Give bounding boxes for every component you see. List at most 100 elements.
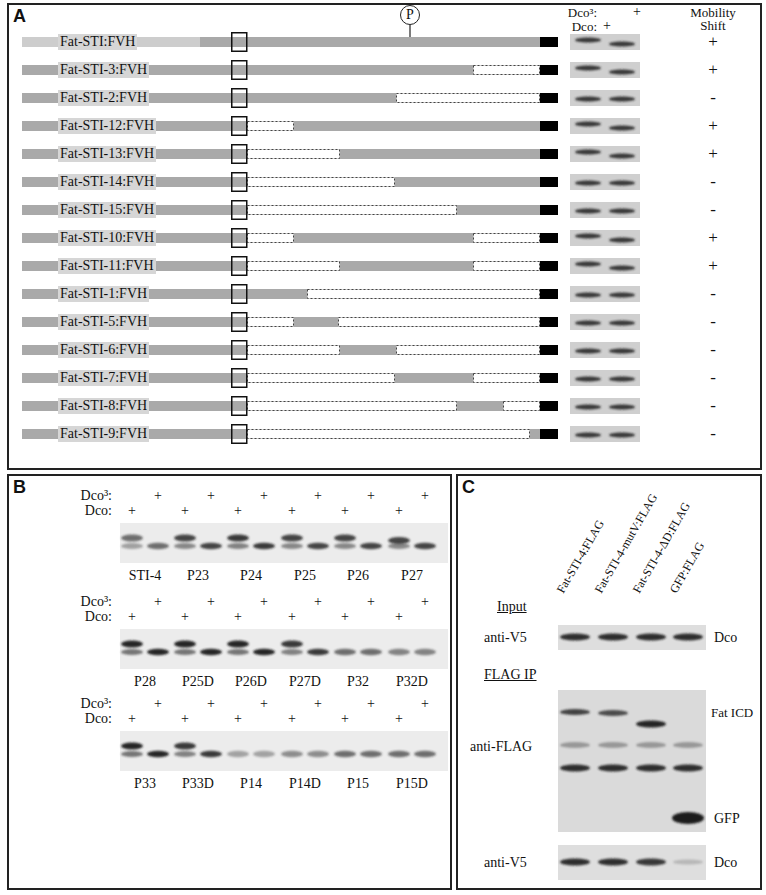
figure-label: + xyxy=(341,504,349,518)
figure-panel: APFat-STI:FVHFat-STI-3:FVHFat-STI-2:FVHF… xyxy=(7,3,762,470)
figure-label: + xyxy=(708,33,718,50)
blot-band xyxy=(575,404,601,409)
blot-band xyxy=(334,649,356,655)
construct-name: Fat-STI-12:FVH xyxy=(58,118,156,134)
figure-label: + xyxy=(128,712,136,726)
blot-band xyxy=(636,721,666,728)
blot-band xyxy=(609,96,635,101)
blot-band xyxy=(360,649,382,655)
construct-bar: Fat-STI-10:FVH xyxy=(22,228,558,248)
blot-band xyxy=(360,751,382,757)
protein-bar xyxy=(22,149,540,159)
construct-diagram xyxy=(22,32,558,52)
construct-name: Fat-STI-3:FVH xyxy=(58,62,149,78)
blot-band xyxy=(227,649,249,655)
blot-background xyxy=(570,426,640,442)
figure-panel: C xyxy=(456,474,762,890)
blot-band xyxy=(388,751,410,757)
blot-band xyxy=(673,765,703,772)
figure-label: GFP xyxy=(714,812,740,826)
domain-box xyxy=(232,229,247,248)
domain-box xyxy=(232,285,247,304)
figure-label: P25D xyxy=(182,675,214,689)
domain-box xyxy=(232,313,247,332)
construct-name: Fat-STI-2:FVH xyxy=(58,90,149,106)
figure-label: P33 xyxy=(134,777,156,791)
blot-background xyxy=(570,230,640,246)
figure-label: P14D xyxy=(289,777,321,791)
construct-name: Fat-STI-13:FVH xyxy=(58,146,156,162)
construct-bar: Fat-STI-12:FVH xyxy=(22,116,558,136)
blot-background xyxy=(120,629,448,669)
tag-block xyxy=(540,149,558,159)
blot-band xyxy=(388,649,410,655)
figure-label: + xyxy=(314,595,322,609)
blot-band xyxy=(560,765,590,772)
protein-bar xyxy=(22,177,540,187)
figure-label: + xyxy=(603,19,611,33)
blot-band xyxy=(174,743,196,750)
tag-block xyxy=(540,429,558,439)
deletion-region xyxy=(248,150,340,159)
figure-label: - xyxy=(710,369,716,386)
deletion-region xyxy=(474,262,540,271)
blot-band xyxy=(174,535,196,542)
figure-label: Dco³: xyxy=(81,697,112,711)
construct-bar: Fat-STI-1:FVH xyxy=(22,284,558,304)
protein-bar xyxy=(22,233,540,243)
blot-band xyxy=(609,432,635,437)
blot-band xyxy=(147,649,169,655)
figure-label: + xyxy=(234,610,242,624)
blot-background xyxy=(558,625,706,650)
deletion-region xyxy=(248,234,294,243)
blot-band xyxy=(609,153,635,158)
domain-box xyxy=(232,33,247,52)
blot-background xyxy=(120,731,448,771)
figure-label: + xyxy=(314,489,322,503)
blot-band xyxy=(121,543,143,549)
blot-band xyxy=(636,859,666,866)
construct-diagram xyxy=(22,424,558,444)
blot-band xyxy=(575,432,601,437)
blot-background xyxy=(570,146,640,162)
blot-band xyxy=(609,41,635,46)
blot-band xyxy=(609,376,635,381)
construct-bar: Fat-STI-15:FVH xyxy=(22,200,558,220)
figure-label: + xyxy=(314,697,322,711)
blot-band xyxy=(121,535,143,542)
blot-band xyxy=(174,751,196,757)
tag-block xyxy=(540,289,558,299)
domain-box xyxy=(232,173,247,192)
tag-block xyxy=(540,317,558,327)
blot-background xyxy=(570,34,640,50)
construct-bar: Fat-STI-2:FVH xyxy=(22,88,558,108)
construct-name: Fat-STI-10:FVH xyxy=(58,230,156,246)
deletion-region xyxy=(248,346,340,355)
figure-label: P25 xyxy=(294,569,316,583)
construct-name: Fat-STI-8:FVH xyxy=(58,398,149,414)
figure-label: Dco: xyxy=(572,20,597,33)
tag-block xyxy=(540,401,558,411)
blot-band xyxy=(575,65,601,70)
blot-band xyxy=(575,37,601,42)
protein-bar xyxy=(22,93,540,103)
blot-band xyxy=(609,125,635,130)
blot-band xyxy=(227,751,249,757)
figure-label: + xyxy=(341,610,349,624)
figure-label: Dco³: xyxy=(568,6,597,19)
blot-band xyxy=(307,649,329,655)
tag-block xyxy=(540,261,558,271)
figure-label: Dco: xyxy=(85,504,112,518)
blot-background xyxy=(570,258,640,274)
protein-bar xyxy=(22,345,540,355)
blot-band xyxy=(575,348,601,353)
blot-band xyxy=(147,751,169,757)
blot-background xyxy=(570,62,640,78)
blot-background xyxy=(570,202,640,218)
blot-band xyxy=(575,208,601,213)
blot-band xyxy=(414,751,436,757)
blot-band xyxy=(560,742,590,748)
blot-band xyxy=(174,641,196,648)
construct-bar: Fat-STI-7:FVH xyxy=(22,368,558,388)
